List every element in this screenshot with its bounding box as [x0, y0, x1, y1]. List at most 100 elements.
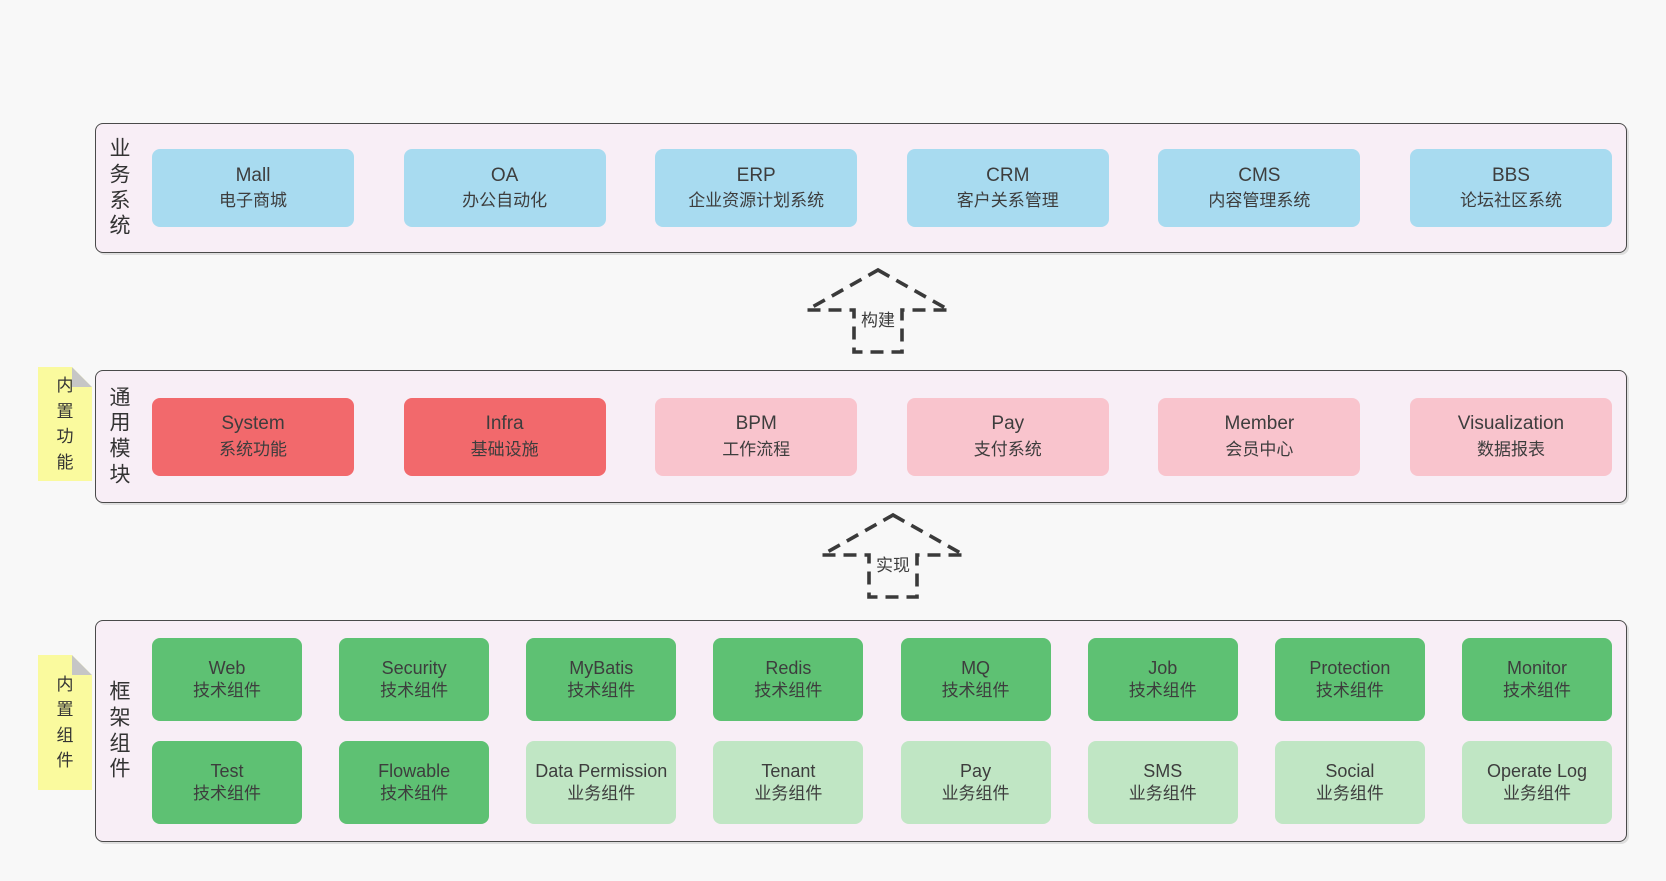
- folded-corner-icon: [72, 367, 92, 387]
- node-desc: 业务组件: [567, 784, 636, 804]
- node-desc: 技术组件: [941, 681, 1010, 701]
- layer-label-components: 框架组件: [109, 680, 131, 781]
- node-member: Member 会员中心: [1158, 397, 1361, 476]
- node-web: Web 技术组件: [152, 638, 302, 721]
- node-name: Infra: [485, 413, 524, 435]
- folded-corner-icon: [72, 655, 92, 675]
- node-name: Protection: [1309, 657, 1391, 678]
- node-name: Security: [381, 657, 447, 678]
- node-bpm: BPM 工作流程: [655, 397, 858, 476]
- arrow-implement-label: 实现: [873, 550, 913, 577]
- node-desc: 技术组件: [1315, 681, 1384, 701]
- node-desc: 技术组件: [380, 784, 449, 804]
- sticky-note-text: 内置功能: [56, 376, 74, 472]
- node-desc: 论坛社区系统: [1459, 191, 1562, 211]
- components-grid: Web 技术组件 Security 技术组件 MyBatis 技术组件 Redi…: [152, 638, 1612, 824]
- dashed-up-arrow-icon: [818, 512, 968, 599]
- node-tenant: Tenant 业务组件: [713, 741, 864, 824]
- node-desc: 系统功能: [219, 439, 287, 459]
- node-mybatis: MyBatis 技术组件: [526, 638, 677, 721]
- node-name: MyBatis: [569, 657, 634, 678]
- node-desc: 工作流程: [722, 439, 791, 459]
- node-desc: 技术组件: [1128, 681, 1197, 701]
- node-name: Pay: [960, 760, 992, 781]
- node-desc: 业务组件: [1315, 784, 1384, 804]
- node-pay-module: Pay 支付系统: [906, 397, 1109, 476]
- node-infra: Infra 基础设施: [403, 397, 606, 476]
- arrow-build-label: 构建: [858, 305, 898, 332]
- node-name: System: [221, 413, 285, 435]
- node-data-permission: Data Permission 业务组件: [526, 741, 677, 824]
- business-box-row: Mall 电子商城 OA 办公自动化 ERP 企业资源计划系统 CRM 客户关系…: [152, 124, 1612, 252]
- node-name: Data Permission: [535, 760, 668, 781]
- node-name: CMS: [1238, 164, 1281, 186]
- node-social: Social 业务组件: [1274, 741, 1425, 824]
- node-name: Visualization: [1457, 413, 1565, 435]
- node-desc: 业务组件: [1502, 784, 1571, 804]
- dashed-up-arrow-icon: [803, 267, 953, 354]
- node-name: Social: [1325, 760, 1375, 781]
- layer-common-modules: 通用模块 System 系统功能 Infra 基础设施 BPM 工作流程 Pay…: [95, 370, 1627, 503]
- node-name: Flowable: [378, 760, 451, 781]
- node-pay-component: Pay 业务组件: [900, 741, 1051, 824]
- node-desc: 内容管理系统: [1208, 191, 1311, 211]
- node-desc: 客户关系管理: [956, 191, 1059, 211]
- node-job: Job 技术组件: [1087, 638, 1238, 721]
- node-mall: Mall 电子商城: [152, 149, 354, 227]
- node-erp: ERP 企业资源计划系统: [655, 149, 858, 227]
- node-name: Operate Log: [1486, 760, 1588, 781]
- node-desc: 技术组件: [1502, 681, 1571, 701]
- components-row-1: Web 技术组件 Security 技术组件 MyBatis 技术组件 Redi…: [152, 638, 1612, 721]
- node-desc: 数据报表: [1476, 439, 1545, 459]
- node-system: System 系统功能: [152, 397, 354, 476]
- layer-label-modules: 通用模块: [109, 385, 131, 487]
- node-name: MQ: [961, 657, 991, 678]
- node-name: Web: [208, 657, 246, 678]
- node-name: Monitor: [1506, 657, 1567, 678]
- node-mq: MQ 技术组件: [900, 638, 1051, 721]
- node-name: Tenant: [761, 760, 816, 781]
- node-desc: 企业资源计划系统: [688, 191, 825, 211]
- node-desc: 基础设施: [470, 439, 539, 459]
- node-name: ERP: [736, 164, 776, 186]
- node-desc: 技术组件: [193, 784, 261, 804]
- node-test: Test 技术组件: [152, 741, 302, 824]
- node-name: Pay: [991, 413, 1025, 435]
- node-name: Member: [1224, 413, 1295, 435]
- sticky-note-builtin-components: 内置组件: [38, 655, 92, 790]
- node-flowable: Flowable 技术组件: [339, 741, 490, 824]
- node-desc: 办公自动化: [462, 191, 548, 211]
- node-name: CRM: [986, 164, 1030, 186]
- node-desc: 技术组件: [193, 681, 261, 701]
- node-name: Test: [210, 760, 244, 781]
- node-name: Mall: [235, 164, 271, 186]
- arrow-build: 构建: [803, 267, 953, 355]
- node-desc: 业务组件: [754, 784, 823, 804]
- node-desc: 技术组件: [567, 681, 636, 701]
- node-security: Security 技术组件: [339, 638, 490, 721]
- node-desc: 业务组件: [941, 784, 1010, 804]
- node-desc: 业务组件: [1128, 784, 1197, 804]
- node-oa: OA 办公自动化: [403, 149, 606, 227]
- node-name: OA: [490, 164, 519, 186]
- node-protection: Protection 技术组件: [1274, 638, 1425, 721]
- modules-box-row: System 系统功能 Infra 基础设施 BPM 工作流程 Pay 支付系统…: [152, 371, 1612, 502]
- arrow-implement-label-wrap: 实现: [818, 550, 968, 577]
- layer-label-business: 业务系统: [109, 137, 131, 238]
- node-name: Job: [1148, 657, 1178, 678]
- node-desc: 技术组件: [754, 681, 823, 701]
- node-desc: 电子商城: [219, 191, 287, 211]
- arrow-build-label-wrap: 构建: [803, 305, 953, 332]
- node-visualization: Visualization 数据报表: [1409, 397, 1612, 476]
- node-bbs: BBS 论坛社区系统: [1409, 149, 1612, 227]
- node-name: SMS: [1143, 760, 1183, 781]
- sticky-note-text: 内置组件: [56, 674, 74, 770]
- components-row-2: Test 技术组件 Flowable 技术组件 Data Permission …: [152, 741, 1612, 824]
- layer-business-systems: 业务系统 Mall 电子商城 OA 办公自动化 ERP 企业资源计划系统 CRM…: [95, 123, 1627, 253]
- layer-framework-components: 框架组件 Web 技术组件 Security 技术组件 MyBatis 技术组件…: [95, 620, 1627, 842]
- node-desc: 会员中心: [1225, 439, 1294, 459]
- node-sms: SMS 业务组件: [1087, 741, 1238, 824]
- node-desc: 技术组件: [380, 681, 449, 701]
- node-cms: CMS 内容管理系统: [1158, 149, 1361, 227]
